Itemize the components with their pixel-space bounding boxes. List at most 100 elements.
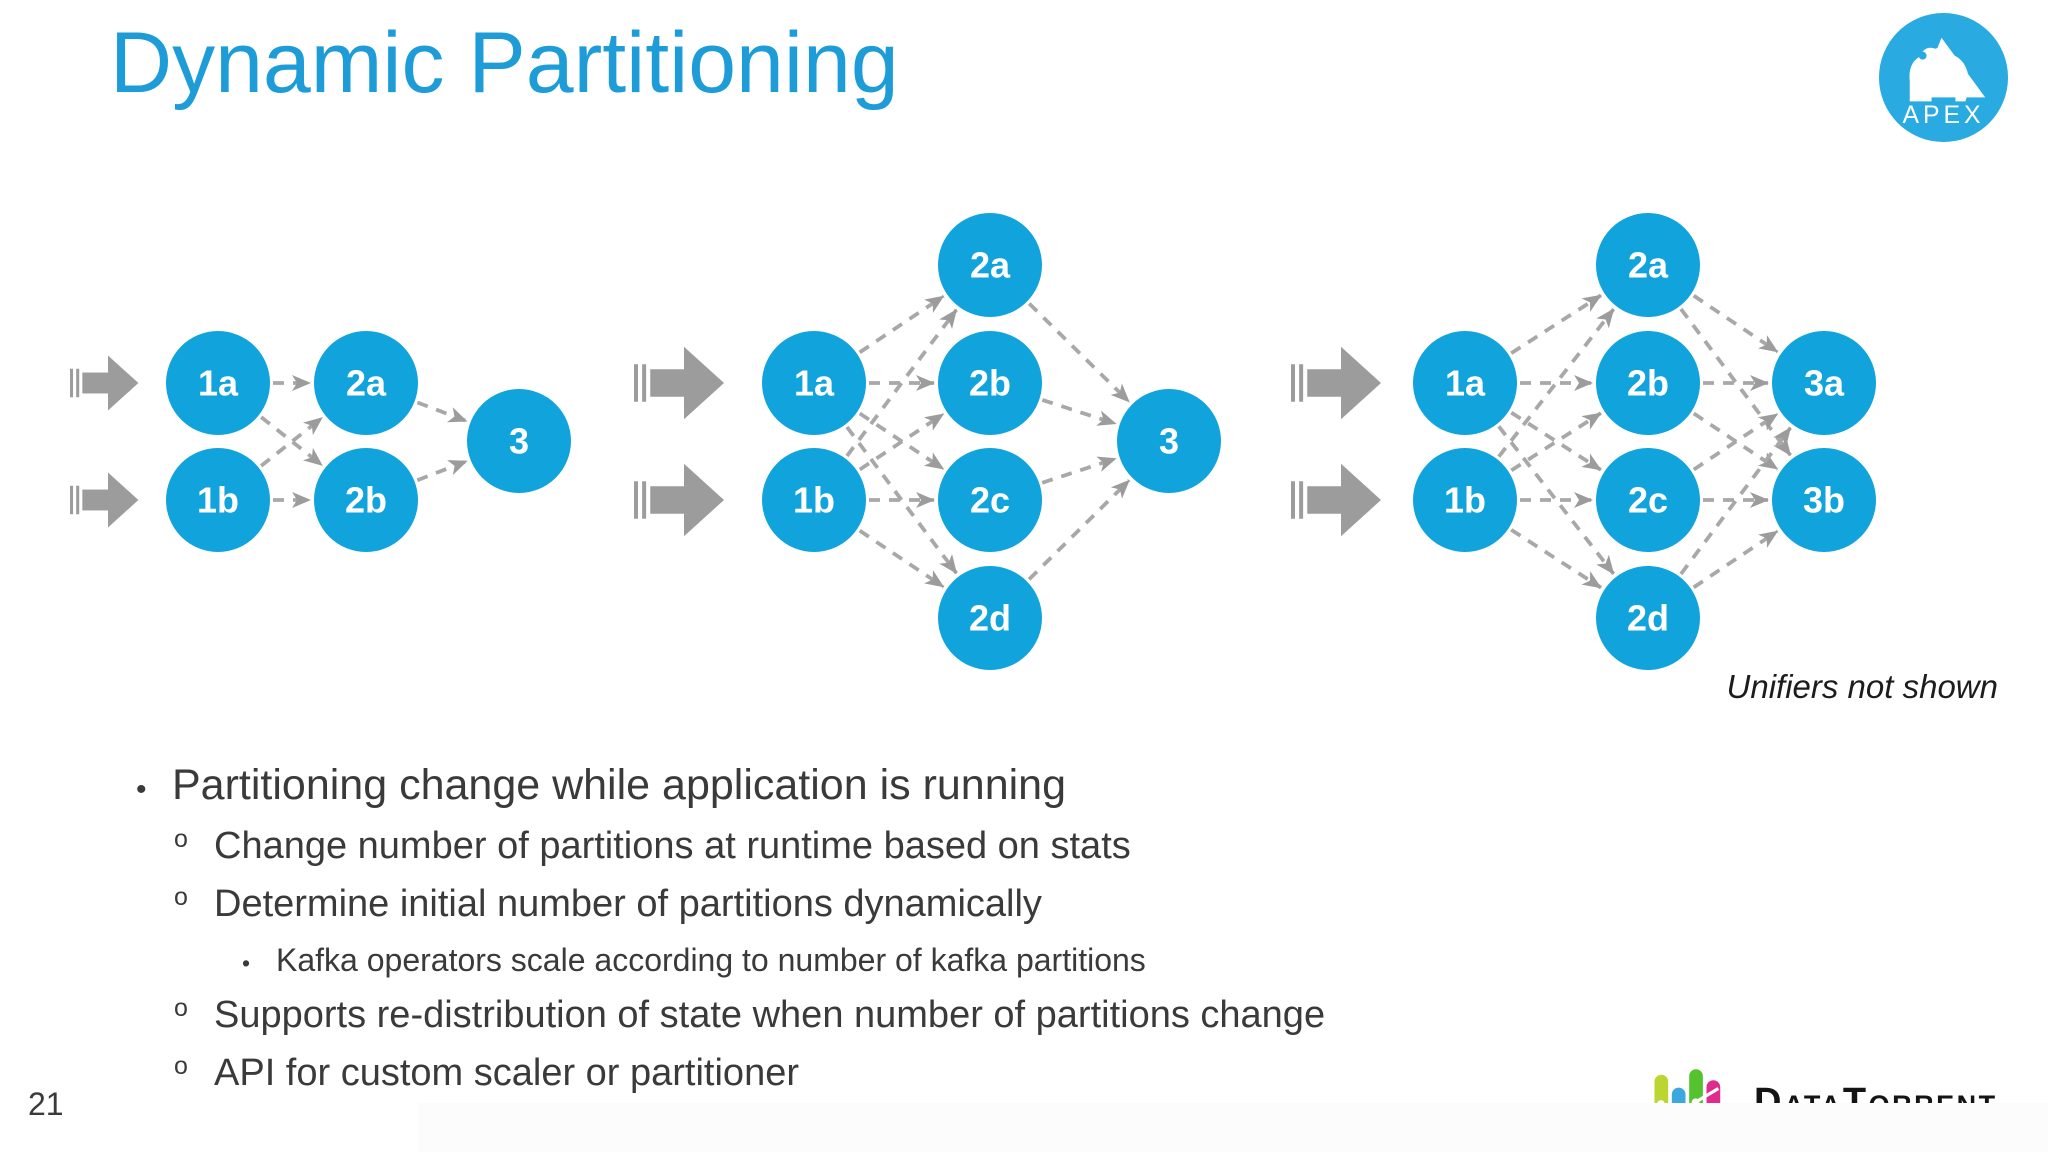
edge-1b-to-2a [1497,308,1616,458]
bullet-item-l1: • Partitioning change while application i… [136,756,1696,819]
node-2a: 2a [938,213,1042,317]
edge-1b-to-2a [259,416,324,468]
edge-1b-to-2d [1510,528,1602,590]
edge-1a-to-2d [1497,425,1616,575]
unifiers-caption: Unifiers not shown [1726,668,1998,705]
diagram-scaled-downstream: 1a 1b 2a 2b 2c 2d 3a 3b [1291,213,1876,670]
edge-1a-to-2c [858,411,945,471]
edge-2a-to-3a [1692,294,1779,354]
node-3: 3 [467,389,571,493]
node-label: 2b [345,480,387,521]
node-label: 2d [1627,598,1669,639]
input-arrow-icon [70,472,139,528]
node-label: 3a [1804,363,1845,404]
input-arrow-icon [634,463,724,537]
node-2a: 2a [1596,213,1700,317]
node-3: 3 [1117,389,1221,493]
node-label: 1a [198,363,239,404]
apex-gorilla-mountain-icon: APEX [1878,12,2009,143]
node-label: 2c [1628,480,1668,521]
node-label: 3b [1803,480,1845,521]
edge-2d-to-3a [1679,426,1792,576]
input-arrow-icon [1291,463,1381,537]
bottom-strip [418,1103,2048,1152]
bullet-text: Change number of partitions at runtime b… [214,825,1131,867]
bullet-marker: o [174,883,188,911]
edge-1b-to-2b [858,412,945,472]
edge-2c-to-3 [1041,456,1117,485]
bullet-item-l2: o Supports re-distribution of state when … [174,988,1696,1046]
edge-2b-to-3 [416,459,468,482]
node-label: 2c [970,480,1010,521]
node-1a: 1a [1413,331,1517,435]
bullet-marker: • [242,950,251,976]
node-2b: 2b [1596,331,1700,435]
node-2d: 2d [938,566,1042,670]
edge-2a-to-3 [1027,302,1131,404]
bullet-marker: o [174,825,188,853]
node-1a: 1a [762,331,866,435]
edge-1a-to-2a [858,294,945,354]
node-label: 3 [1159,421,1179,462]
partition-diagrams: 1a 1b 2a 2b 3 1a 1b 2a 2b 2c 2d 3 1a 1b 2a 2b 2c 2d 3a 3b [70,213,1876,670]
node-label: 2a [346,363,387,404]
apex-logo: APEX [1876,10,2011,145]
node-label: 1a [1445,363,1486,404]
bullet-text: Kafka operators scale according to numbe… [276,942,1146,978]
edge-1a-to-2b [259,415,324,467]
node-1b: 1b [1413,448,1517,552]
edge-2a-to-3 [416,400,468,423]
apex-logo-label: APEX [1902,102,1984,129]
bullet-text: API for custom scaler or partitioner [214,1052,799,1094]
bullet-item-l2: o API for custom scaler or partitioner [174,1046,1696,1104]
node-3a: 3a [1772,331,1876,435]
edge-2d-to-3b [1692,529,1779,589]
bullet-text: Supports re-distribution of state when n… [214,994,1326,1036]
node-label: 2b [969,363,1011,404]
node-label: 1b [1444,480,1486,521]
node-2b: 2b [314,448,418,552]
edge-1b-to-2b [1510,411,1602,472]
bullet-item-l3: • Kafka operators scale according to numb… [242,935,1696,988]
node-label: 1a [794,363,835,404]
bullet-marker: o [174,994,188,1022]
edge-1a-to-2d [845,425,958,575]
diagram-two-partitions: 1a 1b 2a 2b 3 [70,331,571,552]
input-arrow-icon [1291,346,1381,420]
node-1a: 1a [166,331,270,435]
bullet-marker: • [136,773,147,806]
node-label: 1b [793,480,835,521]
page-number: 21 [28,1086,64,1122]
edge-2a-to-3b [1679,307,1792,457]
edge-1a-to-2c [1510,411,1602,472]
bullet-text: Partitioning change while application is… [172,761,1067,809]
node-label: 2d [969,598,1011,639]
bullet-item-l2: o Determine initial number of partitions … [174,877,1696,935]
edge-1b-to-2a [845,308,958,458]
node-label: 2b [1627,363,1669,404]
edge-2b-to-3 [1041,398,1117,426]
node-2d: 2d [1596,566,1700,670]
node-1b: 1b [166,448,270,552]
node-2a: 2a [314,331,418,435]
edge-1b-to-2d [858,529,945,589]
input-arrow-icon [634,346,724,420]
node-3b: 3b [1772,448,1876,552]
edge-2c-to-3a [1692,412,1779,472]
node-1b: 1b [762,448,866,552]
node-2c: 2c [938,448,1042,552]
diagram-four-partitions: 1a 1b 2a 2b 2c 2d 3 [634,213,1221,670]
bullet-marker: o [174,1052,188,1080]
edge-2d-to-3 [1027,479,1131,581]
edge-1a-to-2a [1510,293,1602,355]
bullet-list: • Partitioning change while application i… [136,756,1696,1104]
node-2b: 2b [938,331,1042,435]
node-label: 2a [1628,245,1669,286]
edge-2b-to-3b [1692,411,1779,471]
node-2c: 2c [1596,448,1700,552]
bullet-item-l2: o Change number of partitions at runtime … [174,819,1696,877]
node-label: 2a [970,245,1011,286]
bullet-text: Determine initial number of partitions d… [214,883,1042,925]
input-arrow-icon [70,355,139,411]
